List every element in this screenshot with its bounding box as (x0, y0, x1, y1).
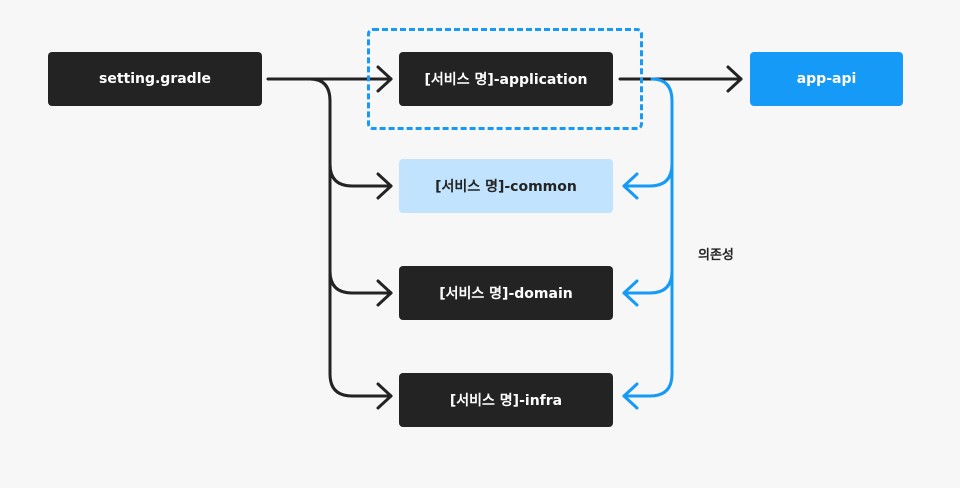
arrowhead-api (726, 65, 743, 93)
node-setting-gradle: setting.gradle (48, 52, 262, 106)
arrowhead-infra (376, 382, 393, 410)
node-domain: [서비스 명]-domain (399, 266, 613, 320)
application-highlight-frame (367, 28, 643, 130)
node-app-api: app-api (750, 52, 903, 106)
node-application-label: [서비스 명]-application (424, 72, 588, 88)
arrowhead-application (376, 65, 393, 93)
dependency-arrowhead-infra (622, 382, 639, 410)
dependency-label: 의존성 (698, 248, 734, 263)
dependency-to-common (622, 162, 674, 188)
dependency-to-domain (622, 269, 674, 295)
dependency-bus (648, 77, 674, 398)
node-common: [서비스 명]-common (399, 159, 613, 213)
node-app-api-label: app-api (796, 71, 857, 87)
dependency-arrowhead-common (622, 172, 639, 200)
node-infra-label: [서비스 명]-infra (449, 393, 563, 409)
node-common-label: [서비스 명]-common (435, 179, 577, 195)
connector-setting-branch (308, 77, 354, 398)
node-domain-label: [서비스 명]-domain (439, 286, 573, 302)
arrowhead-domain (376, 279, 393, 307)
dependency-arrowhead-domain (622, 279, 639, 307)
arrowhead-common (376, 172, 393, 200)
node-infra: [서비스 명]-infra (399, 373, 613, 427)
connector-to-common (328, 162, 393, 188)
connector-to-domain (328, 269, 393, 295)
node-application: [서비스 명]-application (399, 52, 613, 106)
node-setting-gradle-label: setting.gradle (98, 71, 211, 87)
